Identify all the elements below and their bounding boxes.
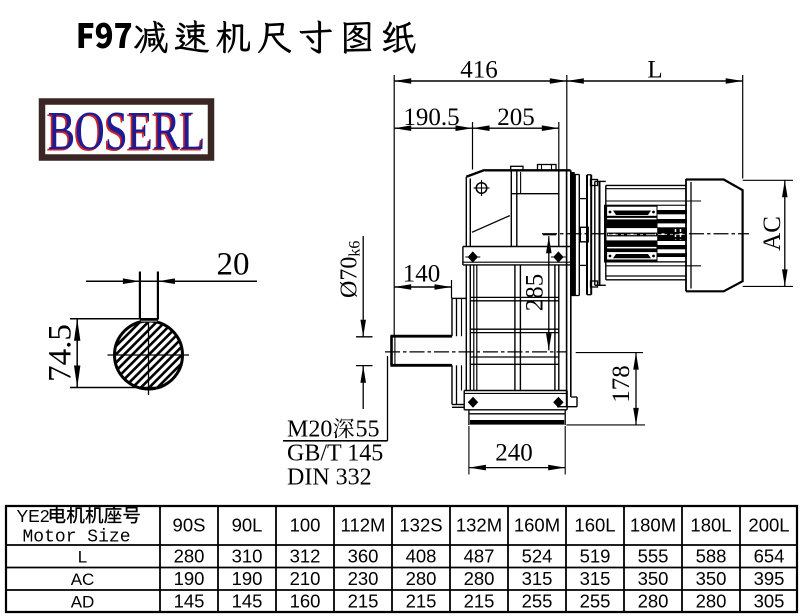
svg-text:GB/T 145: GB/T 145 — [287, 441, 383, 467]
svg-text:210: 210 — [290, 568, 321, 589]
svg-text:395: 395 — [754, 568, 785, 589]
svg-text:215: 215 — [406, 591, 437, 612]
svg-text:280: 280 — [638, 591, 669, 612]
svg-text:280: 280 — [464, 568, 495, 589]
svg-text:487: 487 — [464, 545, 495, 566]
svg-text:180M: 180M — [630, 515, 676, 536]
svg-text:132S: 132S — [399, 515, 442, 536]
svg-text:55: 55 — [356, 417, 380, 443]
svg-text:360: 360 — [348, 545, 379, 566]
svg-text:280: 280 — [696, 591, 727, 612]
svg-text:305: 305 — [754, 591, 785, 612]
svg-text:145: 145 — [174, 591, 205, 612]
svg-text:524: 524 — [522, 545, 553, 566]
svg-text:160M: 160M — [514, 515, 560, 536]
svg-text:312: 312 — [290, 545, 321, 566]
svg-text:416: 416 — [460, 57, 498, 84]
svg-text:90S: 90S — [173, 515, 206, 536]
svg-text:AC: AC — [71, 570, 95, 589]
svg-text:Ø70k6: Ø70k6 — [337, 241, 364, 298]
svg-text:240: 240 — [495, 440, 533, 467]
svg-text:285: 285 — [522, 274, 549, 312]
svg-text:350: 350 — [696, 568, 727, 589]
svg-text:BOSERL: BOSERL — [48, 99, 205, 162]
svg-text:74.5: 74.5 — [43, 324, 79, 382]
svg-text:315: 315 — [522, 568, 553, 589]
svg-text:Motor Size: Motor Size — [22, 528, 130, 548]
svg-text:DIN 332: DIN 332 — [287, 465, 372, 491]
svg-text:178: 178 — [608, 365, 635, 403]
svg-text:215: 215 — [464, 591, 495, 612]
svg-text:140: 140 — [403, 261, 441, 288]
svg-text:205: 205 — [497, 104, 535, 131]
svg-text:112M: 112M — [341, 515, 386, 536]
svg-text:132M: 132M — [456, 515, 502, 536]
svg-text:190.5: 190.5 — [403, 104, 459, 131]
svg-text:588: 588 — [696, 545, 727, 566]
svg-text:255: 255 — [580, 591, 611, 612]
svg-text:200L: 200L — [748, 515, 789, 536]
svg-text:M20: M20 — [287, 417, 332, 443]
svg-text:215: 215 — [348, 591, 379, 612]
svg-text:310: 310 — [232, 545, 263, 566]
svg-text:L: L — [78, 547, 87, 566]
svg-text:350: 350 — [638, 568, 669, 589]
svg-text:654: 654 — [754, 545, 785, 566]
svg-text:160: 160 — [290, 591, 321, 612]
svg-text:555: 555 — [638, 545, 669, 566]
svg-text:L: L — [647, 57, 662, 84]
svg-text:280: 280 — [406, 568, 437, 589]
svg-text:255: 255 — [522, 591, 553, 612]
svg-text:AC: AC — [759, 216, 786, 251]
svg-text:100: 100 — [290, 515, 321, 536]
svg-text:YE2: YE2 — [17, 506, 50, 526]
svg-text:408: 408 — [406, 545, 437, 566]
svg-text:180L: 180L — [690, 515, 731, 536]
svg-text:190: 190 — [232, 568, 263, 589]
svg-text:20: 20 — [217, 247, 250, 283]
svg-text:90L: 90L — [232, 515, 263, 536]
svg-text:230: 230 — [348, 568, 379, 589]
svg-text:160L: 160L — [574, 515, 615, 536]
svg-text:BOSERL: BOSERL — [46, 100, 203, 163]
svg-text:519: 519 — [580, 545, 611, 566]
svg-text:AD: AD — [71, 593, 95, 612]
svg-text:315: 315 — [580, 568, 611, 589]
svg-text:280: 280 — [174, 545, 205, 566]
svg-text:190: 190 — [174, 568, 205, 589]
svg-text:145: 145 — [232, 591, 263, 612]
